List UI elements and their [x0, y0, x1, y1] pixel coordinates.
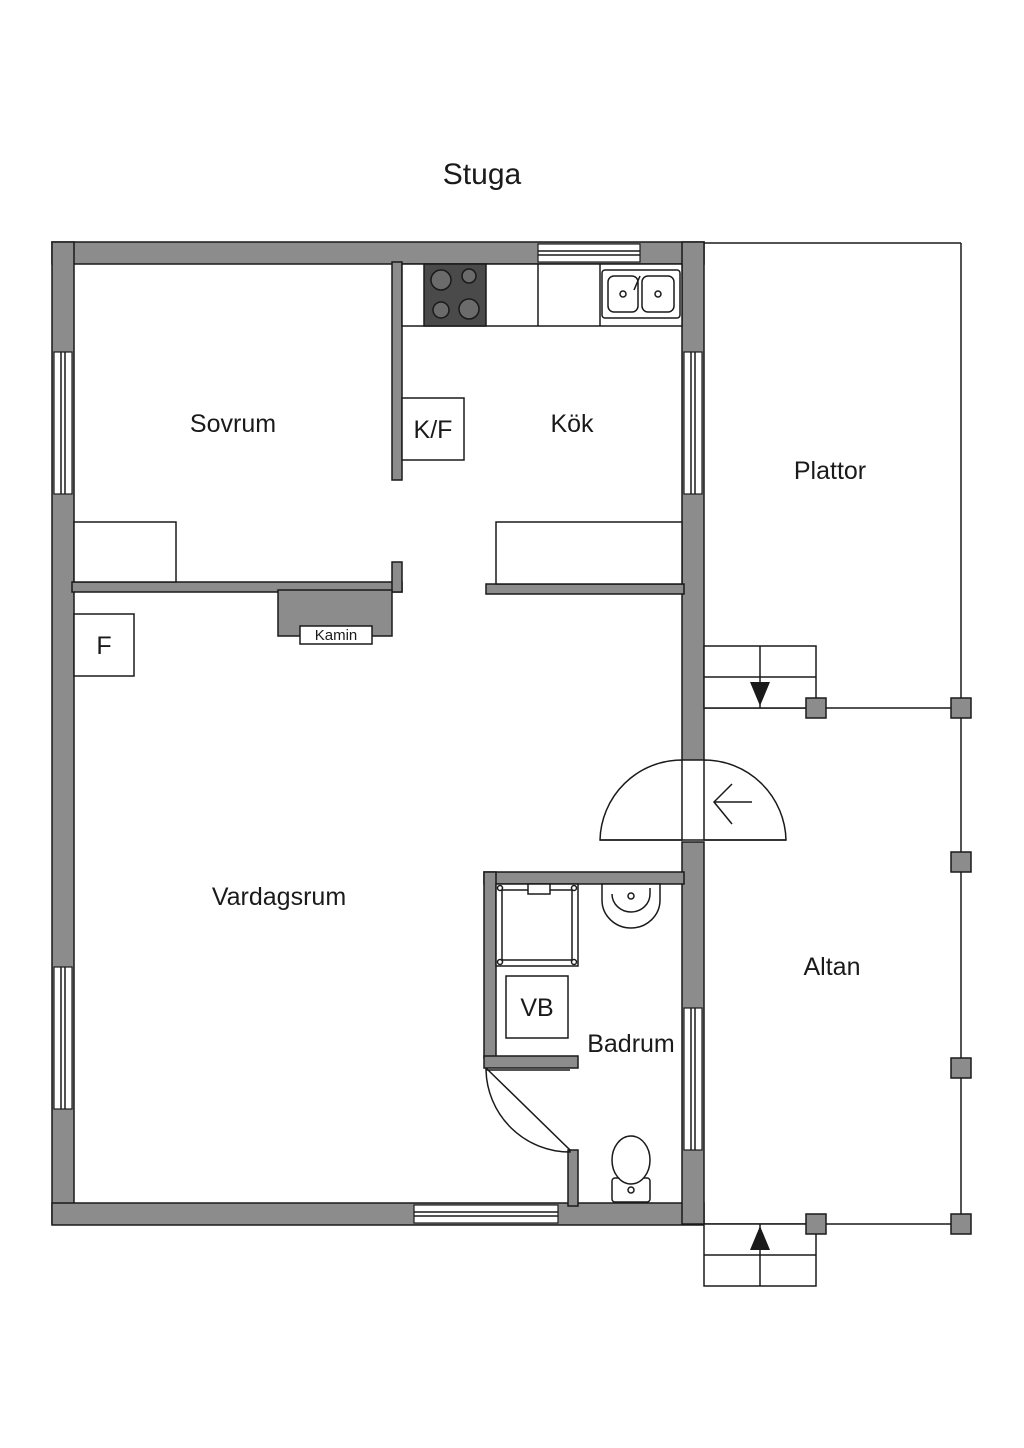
shower-icon — [495, 883, 579, 967]
room-label-vardagsrum: Vardagsrum — [212, 883, 346, 911]
f-label: F — [96, 632, 111, 660]
plan-title: Stuga — [443, 158, 522, 191]
vb-label: VB — [520, 994, 553, 1022]
steps-lower — [703, 1223, 817, 1287]
room-label-sovrum: Sovrum — [190, 410, 276, 438]
fridge-freezer — [401, 397, 465, 461]
windows — [53, 243, 703, 1224]
sovrum-wardrobe — [73, 521, 177, 583]
kok-counter-lower — [495, 521, 683, 585]
room-label-kok: Kök — [550, 410, 594, 438]
outdoor-area — [704, 242, 962, 1225]
altan-posts — [805, 697, 972, 1235]
step-arrow-down-icon — [750, 682, 770, 706]
fridge-freezer-label: K/F — [414, 416, 453, 444]
entrance-arrow-icon — [712, 783, 752, 825]
exterior-walls — [51, 241, 705, 1226]
entrance-door — [599, 759, 787, 841]
kamin-label: Kamin — [315, 627, 358, 644]
step-arrow-up-icon — [750, 1226, 770, 1250]
sink-icon — [601, 269, 681, 319]
stove-icon — [423, 263, 487, 327]
room-label-badrum: Badrum — [587, 1030, 675, 1058]
vb-box — [505, 975, 569, 1039]
washbasin-icon — [601, 883, 661, 929]
room-label-plattor: Plattor — [794, 457, 866, 485]
bathroom-door — [485, 1067, 571, 1153]
toilet-icon — [611, 1135, 651, 1203]
f-box — [73, 613, 135, 677]
kamin-plate — [299, 625, 373, 645]
room-label-altan: Altan — [804, 953, 861, 981]
interior-walls — [71, 261, 685, 1207]
